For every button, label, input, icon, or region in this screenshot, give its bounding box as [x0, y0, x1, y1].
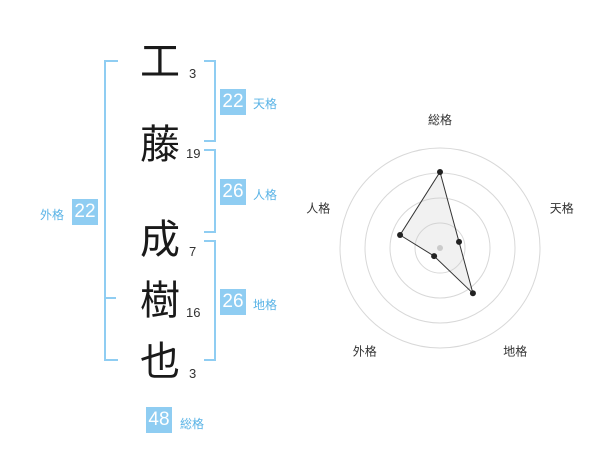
radar-axis-label: 天格	[550, 200, 574, 215]
chikaku-bracket	[204, 240, 216, 361]
radar-point	[437, 169, 443, 175]
tenkaku-label: 天格	[253, 97, 278, 111]
stroke-count-1: 3	[189, 66, 197, 81]
name-char-5: 也	[140, 339, 180, 385]
jinkaku-bracket	[204, 149, 216, 233]
radar-point	[431, 253, 438, 260]
stroke-count-2: 19	[186, 146, 201, 161]
radar-point	[397, 232, 404, 239]
chikaku-label: 地格	[253, 298, 278, 312]
jinkaku-badge: 26	[220, 179, 246, 205]
radar-axis-label: 総格	[428, 112, 452, 127]
radar-axis-label: 外格	[353, 344, 377, 359]
tenkaku-bracket	[204, 60, 216, 142]
radar-axis-label: 地格	[503, 344, 527, 359]
radar-point	[469, 290, 476, 297]
radar-area	[399, 170, 474, 295]
jinkaku-label: 人格	[253, 188, 278, 202]
radar-center	[437, 245, 443, 251]
radar-axis-label: 人格	[306, 200, 330, 215]
radar-point	[456, 238, 463, 245]
tenkaku-badge: 22	[220, 89, 246, 115]
radar-ring	[389, 197, 491, 299]
radar-ring	[414, 222, 466, 274]
name-char-3: 成	[140, 217, 180, 263]
soukaku-badge: 48	[146, 407, 172, 433]
soukaku-label: 総格	[180, 417, 205, 431]
gaikaku-label: 外格	[40, 208, 65, 222]
radar-ring	[339, 147, 541, 349]
chikaku-badge: 26	[220, 289, 246, 315]
name-char-2: 藤	[140, 122, 180, 168]
gaikaku-bracket-tick	[104, 297, 116, 299]
stroke-count-5: 3	[189, 366, 197, 381]
name-char-1: 工	[140, 39, 180, 85]
stroke-count-3: 7	[189, 244, 197, 259]
gaikaku-bracket	[104, 60, 118, 361]
gaikaku-badge: 22	[72, 199, 98, 225]
stroke-count-4: 16	[186, 305, 201, 320]
name-char-4: 樹	[140, 278, 180, 324]
